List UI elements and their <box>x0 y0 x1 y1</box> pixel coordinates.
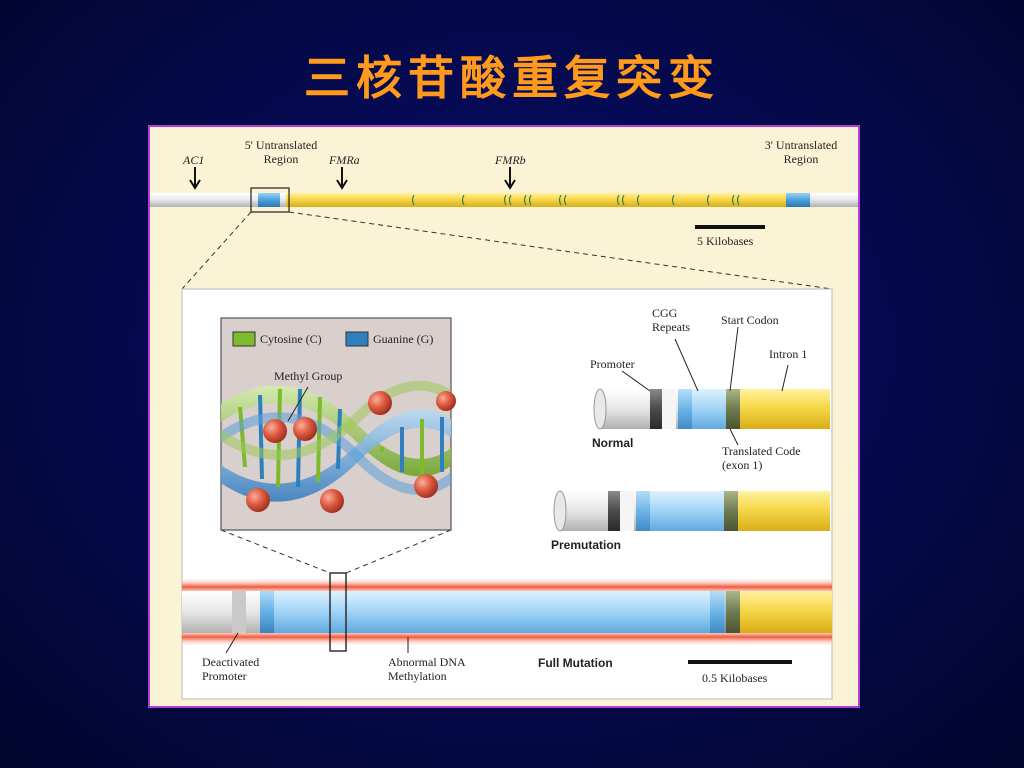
premutation-label: Premutation <box>551 538 622 552</box>
cytosine-legend-label: Cytosine (C) <box>260 332 322 346</box>
slide-title: 三核苷酸重复突变 <box>304 51 720 105</box>
scale-05kb-label: 0.5 Kilobases <box>702 671 768 685</box>
zoom-lines <box>181 211 833 290</box>
abnormal-methylation-label: Abnormal DNA Methylation <box>388 655 466 683</box>
cytosine-swatch <box>232 331 256 347</box>
top-gene-bar <box>150 187 858 213</box>
gene-diagram-graphic <box>150 167 858 700</box>
normal-gene-segment <box>593 388 830 430</box>
fmr1-gene-figure: AC1 5' Untranslated Region FMRa FMRb 3' … <box>148 125 860 708</box>
methyl-pointer <box>287 386 309 422</box>
full-mutation-label: Full Mutation <box>538 656 613 670</box>
scale-bar-5kb <box>695 225 765 229</box>
guanine-legend-label: Guanine (G) <box>373 332 434 346</box>
scale-5kb-label: 5 Kilobases <box>697 234 754 248</box>
fmrb-label: FMRb <box>495 153 526 167</box>
utr5-label: 5' Untranslated Region <box>244 138 318 166</box>
utr3-label: 3' Untranslated Region <box>764 138 838 166</box>
full-mutation-gene-segment <box>182 572 832 652</box>
cgg-repeats-label: CGG Repeats <box>652 306 690 334</box>
zoom-box-5utr <box>250 187 290 213</box>
normal-label: Normal <box>592 436 634 450</box>
premutation-gene-segment <box>553 490 830 532</box>
dna-helix <box>221 380 451 502</box>
translated-code-label: Translated Code (exon 1) <box>722 444 801 472</box>
inset-zoom-lines <box>220 529 452 574</box>
ac1-label: AC1 <box>183 153 205 167</box>
fmra-label: FMRa <box>329 153 360 167</box>
pointer-lines <box>225 326 789 654</box>
methylation-inset <box>220 317 456 531</box>
start-codon-label: Start Codon <box>721 313 779 327</box>
intron-1-label: Intron 1 <box>769 347 808 361</box>
methylation-zoom-box <box>329 572 347 652</box>
scale-bar-05kb <box>688 660 792 664</box>
promoter-label: Promoter <box>590 357 635 371</box>
deactivated-promoter-label: Deactivated Promoter <box>202 655 260 683</box>
marker-arrows <box>189 167 516 190</box>
methyl-group-label: Methyl Group <box>274 369 343 383</box>
methyl-groups <box>246 391 456 513</box>
guanine-swatch <box>345 331 369 347</box>
